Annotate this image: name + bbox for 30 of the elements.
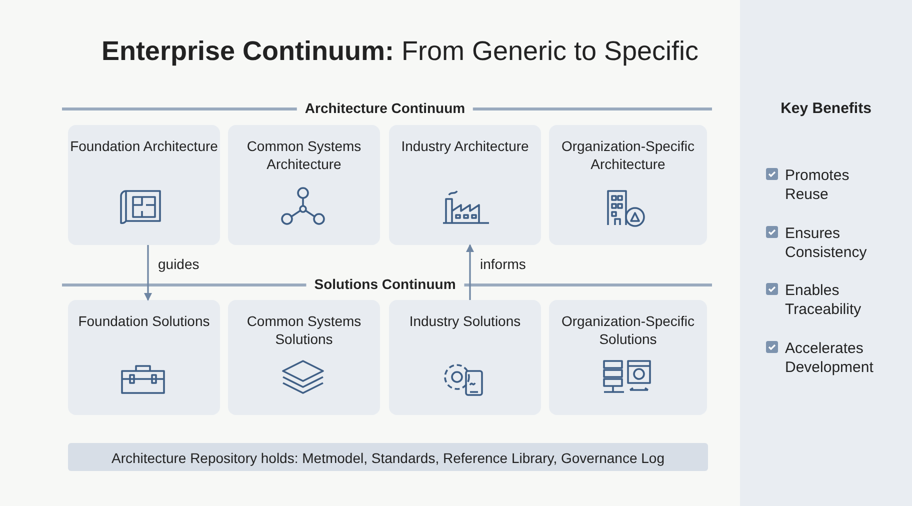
component-card	[549, 300, 707, 415]
card-title: Industry Architecture	[400, 137, 530, 155]
benefit-text: Ensures Consistency	[785, 224, 868, 262]
edge-label: guides	[156, 256, 202, 272]
panel-heading: Key Benefits	[780, 100, 872, 117]
section-heading: Architecture Continuum	[296, 100, 474, 116]
component-card	[549, 125, 707, 245]
section-heading: Solutions Continuum	[306, 276, 464, 292]
benefit-text: Accelerates Development	[785, 339, 874, 377]
arrow	[144, 245, 152, 301]
component-card	[68, 300, 220, 415]
card-title: Industry Solutions	[408, 312, 522, 330]
card-title: Foundation Solutions	[77, 312, 211, 330]
component-card	[389, 125, 541, 245]
bar-text: Architecture Repository holds: Metmodel, Standards, Reference Library, Governance Log	[110, 449, 666, 467]
card-title: Organization-Specific Solutions	[560, 312, 696, 348]
card-title: Common Systems Solutions	[246, 312, 362, 348]
benefit-text: Enables Traceability	[785, 281, 862, 319]
arrow	[466, 244, 474, 300]
component-card	[68, 125, 220, 245]
edge-label: informs	[478, 256, 528, 272]
card-title: Foundation Architecture	[69, 137, 219, 155]
title: Enterprise Continuum: From Generic to Specific	[100, 36, 700, 67]
card-title: Common Systems Architecture	[246, 137, 362, 173]
component-card	[228, 300, 380, 415]
benefit-text: Promotes Reuse	[785, 166, 850, 204]
component-card	[389, 300, 541, 415]
component-card	[228, 125, 380, 245]
repository-bar	[68, 443, 708, 471]
card-title: Organization-Specific Architecture	[560, 137, 696, 173]
